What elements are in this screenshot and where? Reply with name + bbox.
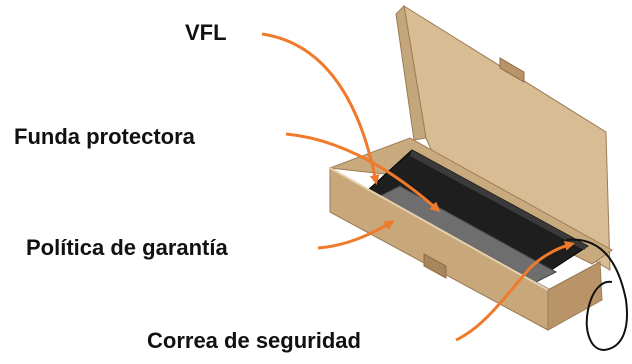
label-correa-seguridad: Correa de seguridad: [147, 328, 361, 353]
label-politica-garantia: Política de garantía: [26, 235, 228, 260]
arrow-correa: [455, 240, 575, 342]
arrow-politica: [317, 220, 395, 250]
arrow-vfl: [261, 32, 380, 185]
arrow-funda: [285, 132, 441, 212]
box-body: [329, 137, 613, 331]
box-lid: [395, 4, 611, 271]
label-funda-protectora: Funda protectora: [14, 124, 195, 149]
safety-strap: [565, 238, 628, 352]
label-vfl: VFL: [185, 20, 227, 45]
